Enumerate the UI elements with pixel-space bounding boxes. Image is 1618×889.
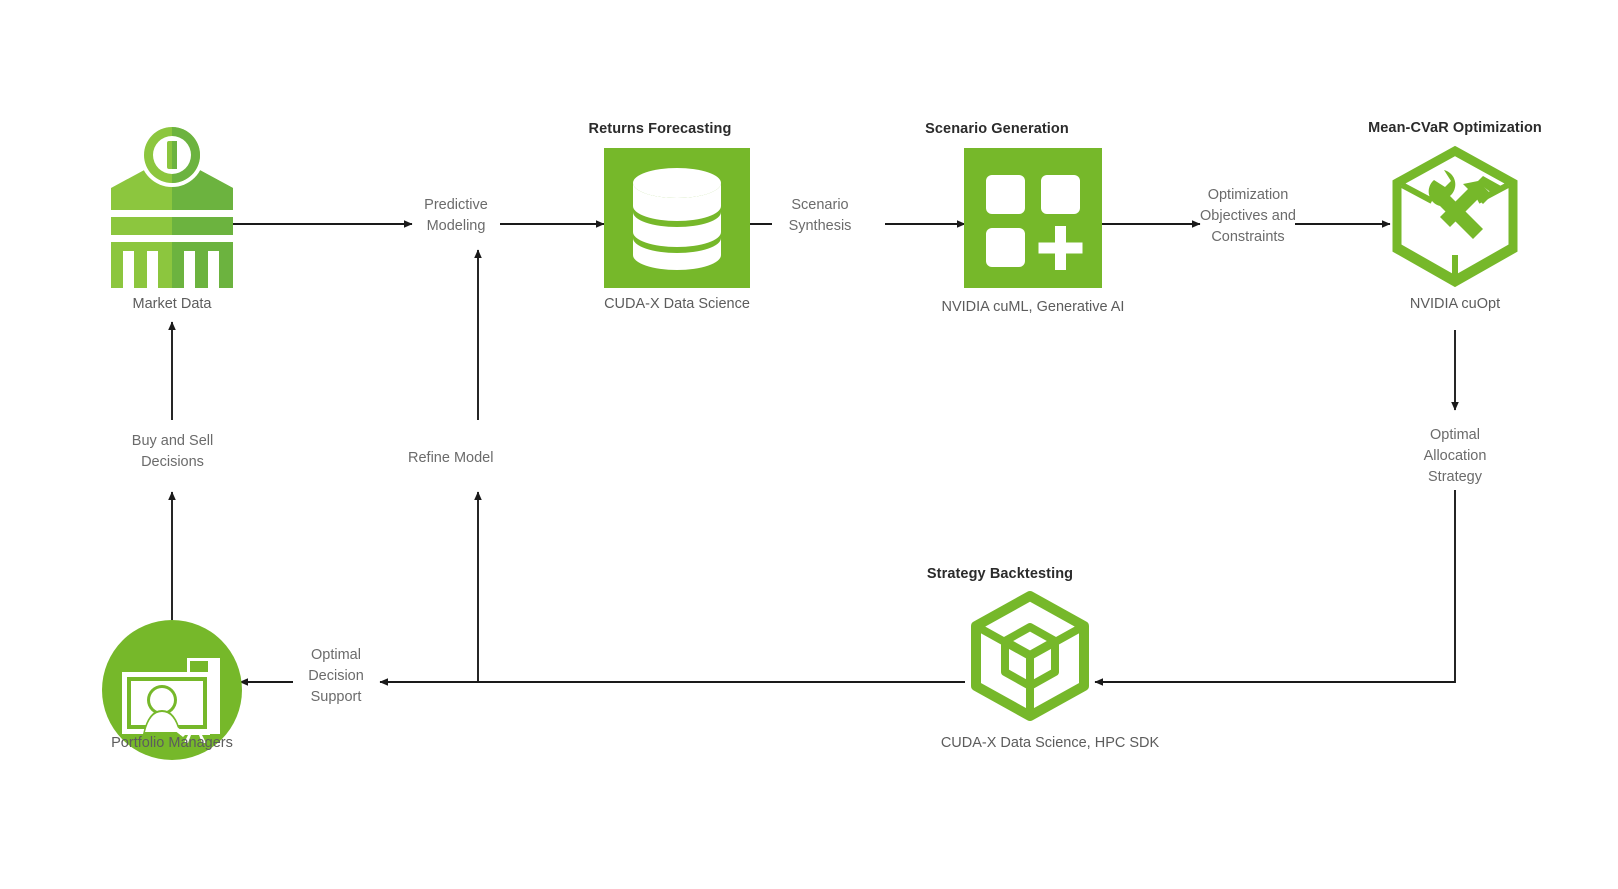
edge-label-line: Optimization <box>1207 187 1289 203</box>
edge-label-line: Refine Model <box>408 450 494 466</box>
edge-label-scenario-synthesis: Scenario Synthesis <box>773 195 867 237</box>
edge-label-line: Optimal <box>1430 427 1480 443</box>
edge-label-line: Scenario <box>791 197 849 213</box>
database-icon <box>604 148 750 288</box>
edge-label-line: Objectives and <box>1200 208 1296 224</box>
portfolio-managers-caption: Portfolio Managers <box>111 735 233 751</box>
scenario-generation-title: Scenario Generation <box>925 121 1069 137</box>
returns-forecasting-title: Returns Forecasting <box>588 121 732 137</box>
edge-label-line: Decision <box>308 668 364 684</box>
scenario-generation-caption: NVIDIA cuML, Generative AI <box>941 299 1125 315</box>
edge-label-buy-and-sell-decisions: Buy and Sell Decisions <box>100 431 245 473</box>
mean-cvar-title: Mean-CVaR Optimization <box>1368 120 1542 136</box>
workstation-person-icon <box>102 620 242 760</box>
edge-label-optimization-objectives: Optimization Objectives and Constraints <box>1200 185 1296 248</box>
edge-label-line: Support <box>310 689 362 705</box>
market-data-caption: Market Data <box>132 296 212 312</box>
edge-label-line: Decisions <box>141 454 204 470</box>
edge-allocation-to-backtesting <box>1094 490 1456 686</box>
edge-label-line: Synthesis <box>788 218 852 234</box>
returns-forecasting-caption: CUDA-X Data Science <box>604 296 750 312</box>
edge-label-line: Strategy <box>1428 469 1482 485</box>
edge-label-line: Modeling <box>426 218 486 234</box>
cube-tools-icon <box>1388 145 1522 293</box>
edge-label-line: Constraints <box>1211 229 1285 245</box>
strategy-backtesting-title: Strategy Backtesting <box>926 566 1074 582</box>
edge-label-refine-model: Refine Model <box>408 448 553 469</box>
strategy-backtesting-caption: CUDA-X Data Science, HPC SDK <box>940 735 1160 751</box>
edge-label-line: Allocation <box>1423 448 1487 464</box>
edge-label-line: Optimal <box>311 647 361 663</box>
grid-plus-icon <box>964 148 1102 288</box>
edge-label-optimal-decision-support: Optimal Decision Support <box>292 645 380 708</box>
edge-label-line: Predictive <box>424 197 488 213</box>
edge-label-optimal-allocation-strategy: Optimal Allocation Strategy <box>1405 425 1505 488</box>
cube-outline-icon <box>968 590 1092 722</box>
edge-label-line: Buy and Sell <box>131 433 214 449</box>
edge-label-predictive-modeling: Predictive Modeling <box>409 195 503 237</box>
mean-cvar-caption: NVIDIA cuOpt <box>1409 296 1501 312</box>
bank-icon <box>105 122 239 288</box>
